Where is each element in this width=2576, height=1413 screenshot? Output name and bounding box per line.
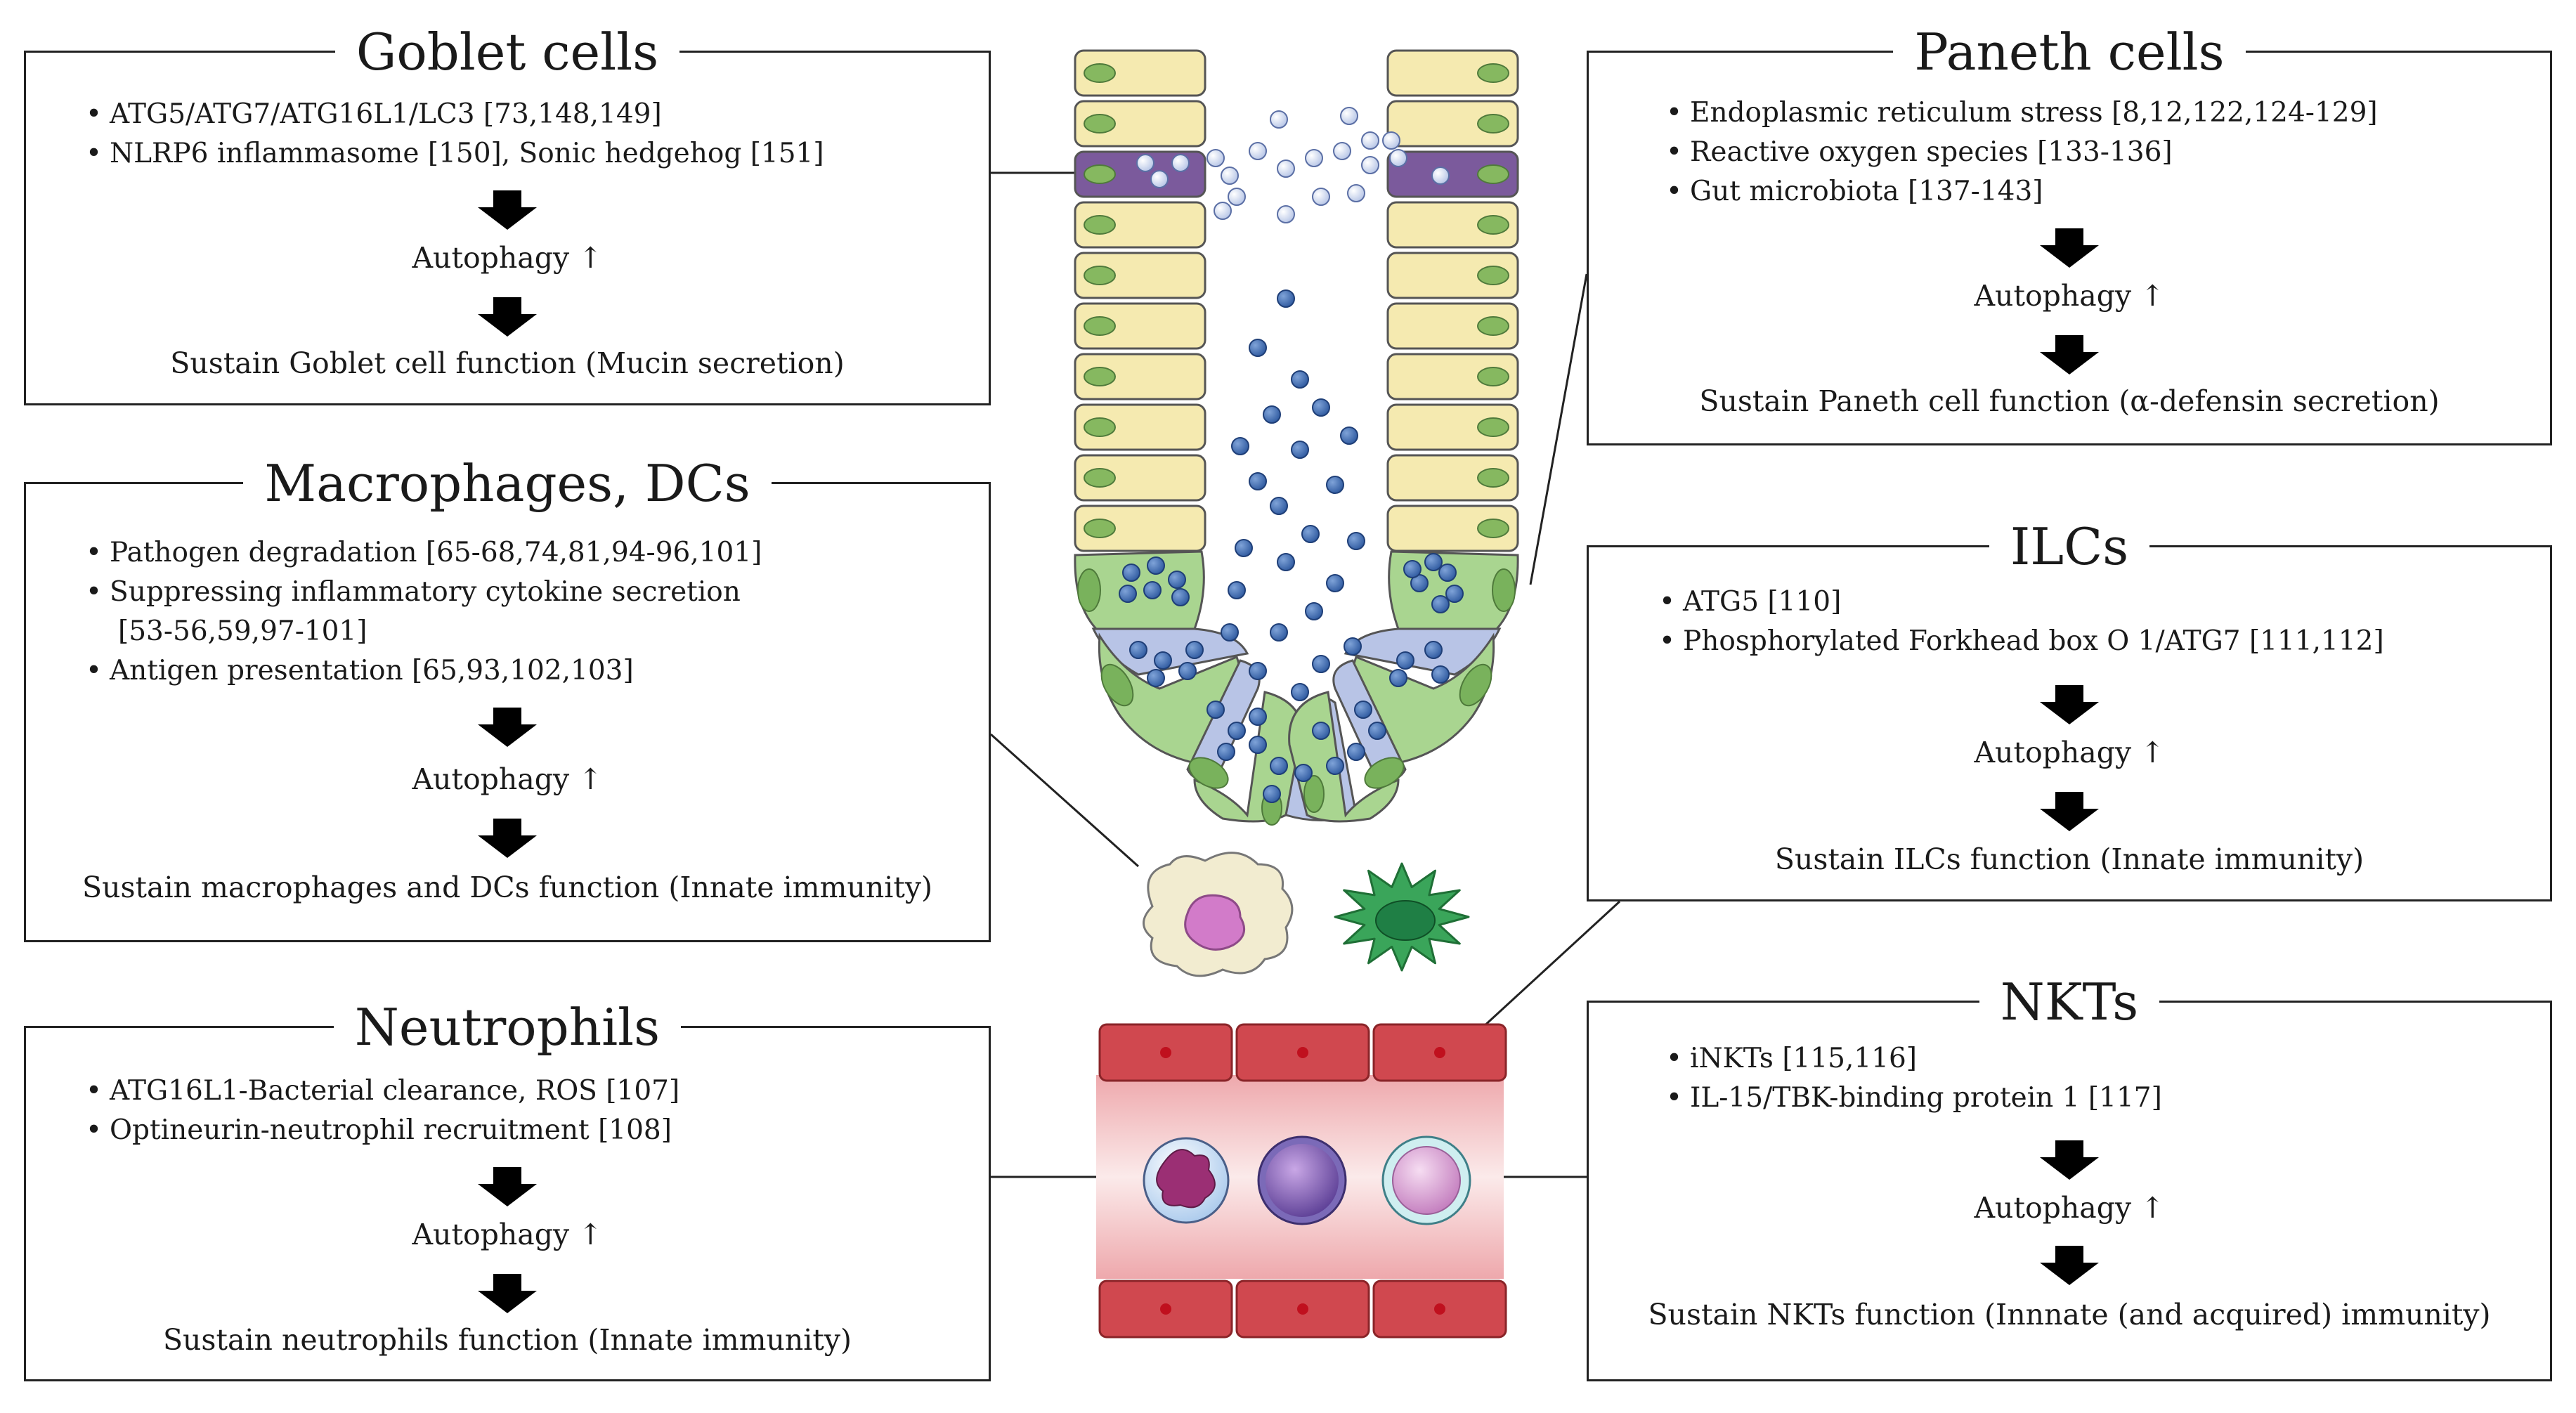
down-arrow-icon: [478, 1274, 537, 1313]
bullet-item: ATG16L1-Bacterial clearance, ROS [107]: [86, 1072, 968, 1111]
autophagy-label: Autophagy ↑: [1974, 279, 2165, 313]
endothelial-cell: [1235, 1023, 1370, 1082]
crypt-right-column: [1386, 49, 1519, 552]
down-arrow-icon: [478, 708, 537, 747]
ilc-result: Sustain ILCs function (Innate immunity): [1774, 842, 2364, 876]
macrophage-result: Sustain macrophages and DCs function (In…: [82, 871, 932, 904]
panel-paneth-cells: Paneth cells Endoplasmic reticulum stres…: [1587, 22, 2552, 445]
autophagy-label: Autophagy ↑: [412, 1218, 603, 1251]
endothelial-cells-bottom: [1098, 1279, 1507, 1339]
bullet-text: Suppressing inflammatory cytokine secret…: [110, 576, 741, 608]
panel-neutrophils: Neutrophils ATG16L1-Bacterial clearance,…: [24, 997, 991, 1381]
enterocyte-cell: [1386, 454, 1519, 502]
enterocyte-cell: [1386, 353, 1519, 401]
autophagy-label: Autophagy ↑: [1974, 736, 2165, 769]
bullet-item: ATG5 [110]: [1659, 582, 2529, 622]
down-arrow-icon: [2040, 685, 2099, 724]
lymphocyte-cell: [1257, 1135, 1347, 1225]
dendritic-cell: [1334, 862, 1470, 972]
monocyte-cell: [1381, 1135, 1471, 1225]
autophagy-label: Autophagy ↑: [1974, 1191, 2165, 1225]
neutrophil-bullets: ATG16L1-Bacterial clearance, ROS [107] O…: [86, 1072, 968, 1150]
bullet-item: Pathogen degradation [65-68,74,81,94-96,…: [86, 533, 968, 573]
antimicrobial-granules: [1119, 289, 1464, 803]
neutrophil-cell: [1143, 1137, 1230, 1224]
enterocyte-cell: [1074, 454, 1206, 502]
autophagy-label: Autophagy ↑: [412, 241, 603, 275]
crypt-left-column: [1074, 49, 1206, 552]
mucin-droplets: [1136, 107, 1450, 223]
enterocyte-cell: [1386, 49, 1519, 97]
endothelial-cells-top: [1098, 1023, 1507, 1082]
bullet-item: Optineurin-neutrophil recruitment [108]: [86, 1111, 968, 1150]
down-arrow-icon: [2040, 1140, 2099, 1180]
enterocyte-cell: [1386, 100, 1519, 148]
down-arrow-icon: [478, 1167, 537, 1206]
paneth-bullets: Endoplasmic reticulum stress [8,12,122,1…: [1666, 93, 2529, 211]
ilc-bullets: ATG5 [110] Phosphorylated Forkhead box O…: [1659, 582, 2529, 661]
endothelial-cell: [1098, 1023, 1233, 1082]
enterocyte-cell: [1074, 504, 1206, 552]
nkt-result: Sustain NKTs function (Innnate (and acqu…: [1648, 1298, 2491, 1331]
down-arrow-icon: [2040, 1246, 2099, 1285]
bullet-item: Phosphorylated Forkhead box O 1/ATG7 [11…: [1659, 622, 2529, 661]
autophagy-label: Autophagy ↑: [412, 762, 603, 796]
neutrophil-result: Sustain neutrophils function (Innate imm…: [162, 1323, 852, 1357]
goblet-result: Sustain Goblet cell function (Mucin secr…: [170, 346, 845, 380]
bullet-item: IL-15/TBK-binding protein 1 [117]: [1666, 1079, 2529, 1118]
down-arrow-icon: [478, 297, 537, 337]
down-arrow-icon: [2040, 792, 2099, 831]
enterocyte-cell: [1386, 403, 1519, 451]
connector-macrophages: [989, 733, 1140, 868]
panel-goblet-cells: Goblet cells ATG5/ATG7/ATG16L1/LC3 [73,1…: [24, 22, 991, 405]
enterocyte-cell: [1386, 201, 1519, 249]
blood-vessel: [1096, 1023, 1507, 1339]
enterocyte-cell: [1074, 353, 1206, 401]
panel-ilcs: ILCs ATG5 [110] Phosphorylated Forkhead …: [1587, 516, 2552, 901]
enterocyte-cell: [1386, 252, 1519, 299]
enterocyte-cell: [1074, 201, 1206, 249]
bullet-item: iNKTs [115,116]: [1666, 1039, 2529, 1079]
macrophage-cell: [1143, 852, 1294, 977]
bullet-item: Suppressing inflammatory cytokine secret…: [86, 573, 968, 651]
enterocyte-cell: [1386, 302, 1519, 350]
enterocyte-cell: [1074, 403, 1206, 451]
enterocyte-cell: [1074, 100, 1206, 148]
bullet-item: NLRP6 inflammasome [150], Sonic hedgehog…: [86, 134, 968, 174]
enterocyte-cell: [1074, 49, 1206, 97]
bullet-continuation: [53-56,59,97-101]: [118, 616, 367, 647]
down-arrow-icon: [2040, 228, 2099, 268]
goblet-cell: [1386, 150, 1519, 198]
connector-paneth: [1529, 273, 1588, 585]
enterocyte-cell: [1386, 504, 1519, 552]
bullet-item: Gut microbiota [137-143]: [1666, 172, 2529, 211]
macrophage-bullets: Pathogen degradation [65-68,74,81,94-96,…: [86, 533, 968, 691]
endothelial-cell: [1372, 1023, 1507, 1082]
down-arrow-icon: [2040, 335, 2099, 375]
endothelial-cell: [1372, 1279, 1507, 1339]
goblet-bullets: ATG5/ATG7/ATG16L1/LC3 [73,148,149] NLRP6…: [86, 95, 968, 174]
paneth-result: Sustain Paneth cell function (α-defensin…: [1699, 384, 2440, 418]
bullet-item: Endoplasmic reticulum stress [8,12,122,1…: [1666, 93, 2529, 133]
panel-nkts: NKTs iNKTs [115,116] IL-15/TBK-binding p…: [1587, 972, 2552, 1381]
enterocyte-cell: [1074, 302, 1206, 350]
nkt-bullets: iNKTs [115,116] IL-15/TBK-binding protei…: [1666, 1039, 2529, 1118]
down-arrow-icon: [478, 190, 537, 230]
down-arrow-icon: [478, 819, 537, 858]
endothelial-cell: [1098, 1279, 1233, 1339]
bullet-item: Reactive oxygen species [133-136]: [1666, 133, 2529, 172]
bullet-item: ATG5/ATG7/ATG16L1/LC3 [73,148,149]: [86, 95, 968, 134]
endothelial-cell: [1235, 1279, 1370, 1339]
bullet-item: Antigen presentation [65,93,102,103]: [86, 651, 968, 691]
enterocyte-cell: [1074, 252, 1206, 299]
panel-macrophages-dcs: Macrophages, DCs Pathogen degradation [6…: [24, 453, 991, 942]
